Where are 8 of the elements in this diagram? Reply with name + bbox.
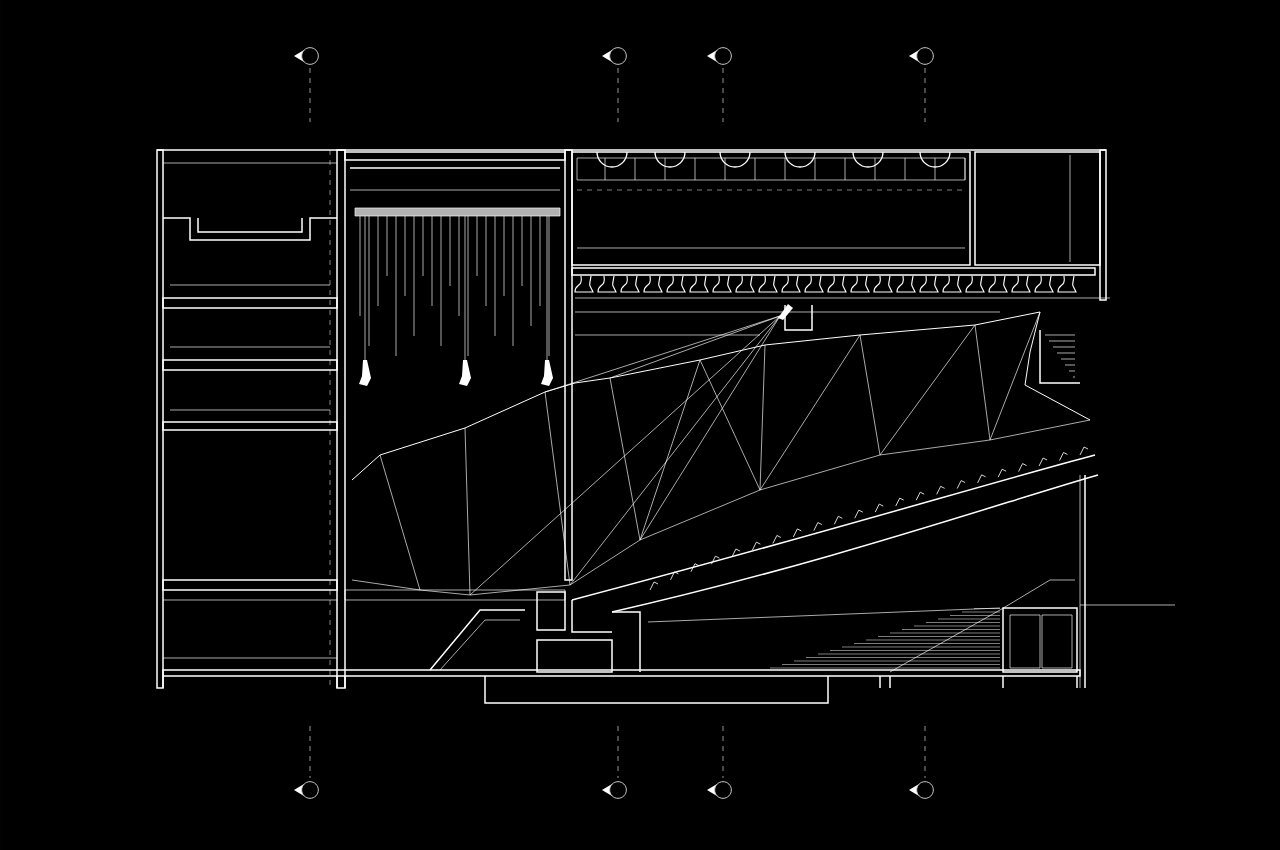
grid-bubble <box>602 47 627 65</box>
grid-bubble <box>294 781 319 799</box>
grid-bubble <box>602 781 627 799</box>
grid-bubble <box>909 47 934 65</box>
grid-bubble <box>294 47 319 65</box>
grid-bubble <box>707 47 732 65</box>
grid-bubble <box>909 781 934 799</box>
grid-bubble <box>707 781 732 799</box>
